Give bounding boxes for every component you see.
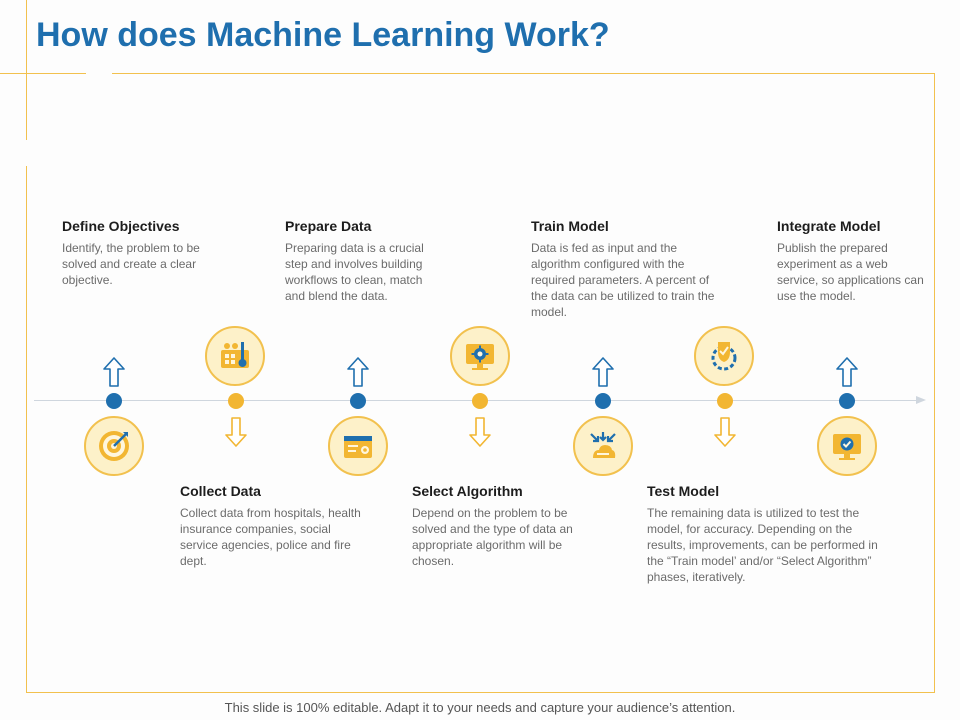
step-select-algorithm: Select Algorithm Depend on the problem t…: [412, 483, 577, 569]
decorative-line: [26, 0, 27, 140]
step-title: Train Model: [531, 218, 609, 234]
step-icon-circle: [573, 416, 633, 476]
down-arrow-icon: [225, 417, 247, 447]
step-train-model: Train Model Data is fed as input and the…: [531, 218, 716, 320]
algorithm-monitor-icon: [466, 344, 494, 370]
down-arrow-icon: [469, 417, 491, 447]
step-prepare-data: Prepare Data Preparing data is a crucial…: [285, 218, 445, 304]
step-icon-circle: [84, 416, 144, 476]
decorative-line: [0, 73, 86, 74]
timeline-dot: [350, 393, 366, 409]
step-title: Integrate Model: [777, 218, 881, 234]
step-icon-circle: [694, 326, 754, 386]
timeline-dot: [472, 393, 488, 409]
step-title: Collect Data: [180, 483, 261, 499]
timeline-arrowhead: [916, 396, 926, 404]
down-arrow-icon: [714, 417, 736, 447]
step-define-objectives: Define Objectives Identify, the problem …: [62, 218, 212, 288]
slide-title: How does Machine Learning Work?: [36, 16, 610, 54]
timeline-dot: [106, 393, 122, 409]
step-icon-circle: [450, 326, 510, 386]
target-icon: [99, 431, 129, 461]
step-description: Depend on the problem to be solved and t…: [412, 506, 573, 568]
footer-note: This slide is 100% editable. Adapt it to…: [224, 700, 736, 715]
up-arrow-icon: [592, 357, 614, 387]
step-icon-circle: [328, 416, 388, 476]
timeline-dot: [228, 393, 244, 409]
up-arrow-icon: [103, 357, 125, 387]
step-description: The remaining data is utilized to test t…: [647, 506, 878, 584]
test-model-icon: [711, 342, 737, 371]
up-arrow-icon: [347, 357, 369, 387]
integrate-monitor-icon: [833, 434, 861, 460]
up-arrow-icon: [836, 357, 858, 387]
data-collection-icon: [221, 342, 249, 368]
frame-gap-left: [24, 140, 28, 166]
step-description: Publish the prepared experiment as a web…: [777, 241, 924, 303]
step-integrate-model: Integrate Model Publish the prepared exp…: [777, 218, 927, 304]
timeline-dot: [595, 393, 611, 409]
step-title: Define Objectives: [62, 218, 180, 234]
step-title: Select Algorithm: [412, 483, 523, 499]
timeline-dot: [717, 393, 733, 409]
step-title: Test Model: [647, 483, 720, 499]
timeline-dot: [839, 393, 855, 409]
step-description: Collect data from hospitals, health insu…: [180, 506, 361, 568]
data-preparation-icon: [344, 436, 372, 458]
step-description: Data is fed as input and the algorithm c…: [531, 241, 715, 319]
step-description: Preparing data is a crucial step and inv…: [285, 241, 424, 303]
step-icon-circle: [205, 326, 265, 386]
step-test-model: Test Model The remaining data is utilize…: [647, 483, 887, 585]
step-icon-circle: [817, 416, 877, 476]
step-title: Prepare Data: [285, 218, 372, 234]
frame-gap-top: [86, 71, 112, 75]
train-model-icon: [590, 432, 616, 458]
step-description: Identify, the problem to be solved and c…: [62, 241, 200, 287]
step-collect-data: Collect Data Collect data from hospitals…: [180, 483, 365, 569]
